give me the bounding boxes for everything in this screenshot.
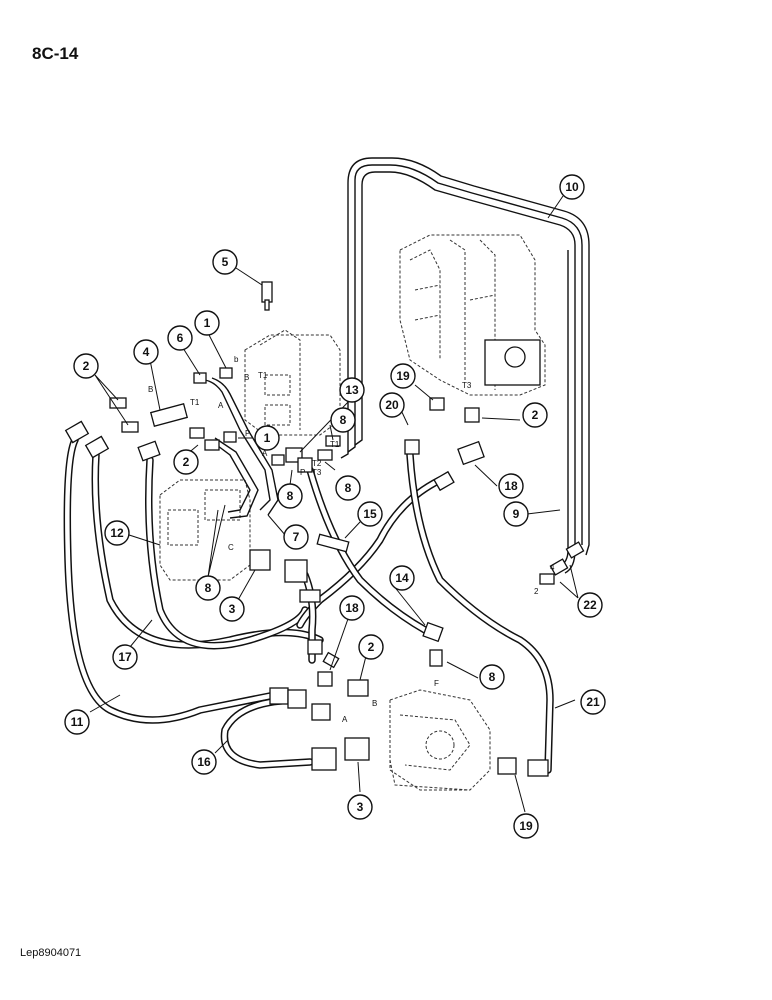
svg-text:18: 18 bbox=[504, 479, 518, 493]
svg-text:8: 8 bbox=[287, 489, 294, 503]
hoses bbox=[63, 436, 554, 774]
svg-text:6: 6 bbox=[177, 331, 184, 345]
callout-6: 6 bbox=[167, 325, 193, 351]
callout-9: 9 bbox=[503, 501, 529, 527]
svg-text:8: 8 bbox=[489, 670, 496, 684]
svg-text:16: 16 bbox=[197, 755, 211, 769]
port-label: b bbox=[234, 355, 239, 364]
port-label: C bbox=[228, 543, 234, 552]
callout-17: 17 bbox=[112, 644, 138, 670]
svg-text:8: 8 bbox=[205, 581, 212, 595]
svg-text:2: 2 bbox=[368, 640, 375, 654]
port-label: A bbox=[342, 715, 348, 724]
callout-8: 8 bbox=[335, 475, 361, 501]
callout-3: 3 bbox=[219, 596, 245, 622]
svg-text:4: 4 bbox=[143, 345, 150, 359]
callout-7: 7 bbox=[283, 524, 309, 550]
callout-10: 10 bbox=[559, 174, 585, 200]
port-label: T3 bbox=[462, 381, 472, 390]
callout-3: 3 bbox=[347, 794, 373, 820]
svg-text:2: 2 bbox=[183, 455, 190, 469]
svg-text:21: 21 bbox=[586, 695, 600, 709]
svg-text:1: 1 bbox=[264, 431, 271, 445]
pilot-valve-block bbox=[244, 329, 341, 436]
callout-8: 8 bbox=[195, 575, 221, 601]
svg-text:18: 18 bbox=[345, 601, 359, 615]
svg-text:2: 2 bbox=[83, 359, 90, 373]
document-code: Lep8904071 bbox=[20, 947, 82, 959]
callout-1: 1 bbox=[194, 310, 220, 336]
svg-text:15: 15 bbox=[363, 507, 377, 521]
port-label: F bbox=[434, 679, 439, 688]
svg-text:3: 3 bbox=[357, 800, 364, 814]
pressure-switch-5 bbox=[261, 281, 273, 303]
port-label: T1 bbox=[258, 371, 268, 380]
callout-11: 11 bbox=[64, 709, 90, 735]
svg-text:7: 7 bbox=[293, 530, 300, 544]
callout-18: 18 bbox=[498, 473, 524, 499]
port-label: A bbox=[262, 449, 268, 458]
svg-text:14: 14 bbox=[395, 571, 409, 585]
callout-20: 20 bbox=[379, 392, 405, 418]
svg-text:20: 20 bbox=[385, 398, 399, 412]
port-label: T3 bbox=[312, 468, 322, 477]
callout-16: 16 bbox=[191, 749, 217, 775]
callout-13: 13 bbox=[339, 377, 365, 403]
port-label: A bbox=[218, 401, 224, 410]
main-control-valve bbox=[399, 234, 546, 396]
port-label: P bbox=[300, 468, 305, 477]
svg-text:19: 19 bbox=[519, 819, 533, 833]
svg-text:1: 1 bbox=[204, 316, 211, 330]
svg-text:5: 5 bbox=[222, 255, 229, 269]
callout-14: 14 bbox=[389, 565, 415, 591]
port-label: B bbox=[244, 373, 249, 382]
svg-text:8: 8 bbox=[340, 413, 347, 427]
callout-2: 2 bbox=[358, 634, 384, 660]
callout-8: 8 bbox=[479, 664, 505, 690]
svg-text:22: 22 bbox=[583, 598, 597, 612]
port-label: P bbox=[245, 429, 250, 438]
svg-text:13: 13 bbox=[345, 383, 359, 397]
svg-text:10: 10 bbox=[565, 180, 579, 194]
svg-text:12: 12 bbox=[110, 526, 124, 540]
callout-19: 19 bbox=[390, 363, 416, 389]
callout-2: 2 bbox=[73, 353, 99, 379]
callout-2: 2 bbox=[522, 402, 548, 428]
page-number: 8C-14 bbox=[32, 44, 79, 63]
port-label: T1 bbox=[190, 398, 200, 407]
port-labels: B T1 A b P A B T1 P T3 T1 T2 T3 C 2 4 F … bbox=[148, 355, 555, 724]
pilot-tubes-7 bbox=[204, 377, 279, 519]
callout-4: 4 bbox=[133, 339, 159, 365]
svg-text:8: 8 bbox=[345, 481, 352, 495]
port-label: 4 bbox=[550, 563, 555, 572]
callout-2: 2 bbox=[173, 449, 199, 475]
callout-8: 8 bbox=[330, 407, 356, 433]
callout-12: 12 bbox=[104, 520, 130, 546]
callout-15: 15 bbox=[357, 501, 383, 527]
pipe-set-9-10 bbox=[340, 157, 590, 576]
port-label: 2 bbox=[534, 587, 539, 596]
callout-8: 8 bbox=[277, 483, 303, 509]
svg-text:17: 17 bbox=[118, 650, 132, 664]
svg-text:19: 19 bbox=[396, 369, 410, 383]
svg-text:11: 11 bbox=[71, 715, 84, 729]
fittings bbox=[64, 281, 555, 777]
callout-1: 1 bbox=[254, 425, 280, 451]
port-label: T1 bbox=[330, 440, 340, 449]
callout-21: 21 bbox=[580, 689, 606, 715]
port-label: T2 bbox=[312, 459, 322, 468]
callouts: 10 5 1 6 4 2 19 13 20 2 8 1 2 8 8 18 9 1… bbox=[64, 174, 606, 839]
svg-text:9: 9 bbox=[513, 507, 520, 521]
solenoid-valve-block bbox=[159, 479, 251, 581]
svg-text:2: 2 bbox=[532, 408, 539, 422]
callout-5: 5 bbox=[212, 249, 238, 275]
callout-22: 22 bbox=[577, 592, 603, 618]
port-label: B bbox=[372, 699, 377, 708]
svg-text:3: 3 bbox=[229, 602, 236, 616]
swivel-joint bbox=[389, 689, 491, 791]
port-label: B bbox=[148, 385, 153, 394]
callout-19: 19 bbox=[513, 813, 539, 839]
callout-18: 18 bbox=[339, 595, 365, 621]
